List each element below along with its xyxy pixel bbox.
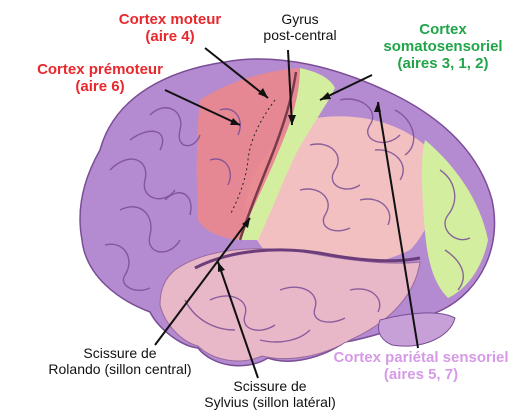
label-cortex-premoteur-line2: (aire 6)	[75, 77, 125, 95]
label-cortex-premoteur-line1: Cortex prémoteur	[37, 61, 163, 78]
label-parietal-line1: Cortex pariétal sensoriel	[333, 349, 509, 366]
pointer-heads	[218, 88, 381, 272]
label-scissure-rolando: Scissure de Rolando (sillon central)	[30, 345, 210, 377]
label-somato-line3: (aires 3, 1, 2)	[397, 54, 489, 72]
label-cortex-parietal: Cortex pariétal sensoriel (aires 5, 7)	[318, 349, 524, 384]
arrowhead-premotor	[230, 118, 240, 125]
label-gyrus-line2: post-central	[263, 26, 337, 43]
label-gyrus-line1: Gyrus	[281, 11, 319, 27]
pointer-motor	[204, 47, 269, 99]
pointer-premotor	[164, 89, 241, 126]
label-rolando-line2: Rolando (sillon central)	[48, 360, 192, 377]
cerebellum	[378, 312, 456, 347]
label-cortex-moteur: Cortex moteur (aire 4)	[95, 11, 245, 46]
arrowhead-rolando	[242, 218, 250, 228]
sylvian-fissure	[194, 248, 421, 270]
arrowhead-motor	[258, 88, 268, 98]
label-cortex-premoteur: Cortex prémoteur (aire 6)	[10, 61, 190, 96]
label-scissure-sylvius: Scissure de Sylvius (sillon latéral)	[185, 378, 355, 410]
label-somato-line1: Cortex	[419, 21, 467, 38]
label-cortex-somatosensoriel: Cortex somatosensoriel (aires 3, 1, 2)	[368, 21, 518, 72]
arrowhead-parietal	[374, 102, 381, 112]
label-somato-line2: somatosensoriel	[383, 37, 503, 55]
label-rolando-line1: Scissure de	[83, 345, 157, 361]
pointer-gyrus	[287, 49, 293, 126]
somatosensory-area	[238, 68, 335, 240]
premotor-divider	[229, 99, 276, 216]
arrowhead-somato	[320, 92, 331, 100]
label-sylvius-line2: Sylvius (sillon latéral)	[204, 393, 336, 410]
arrowhead-sylvius	[218, 262, 225, 272]
pointer-parietal	[377, 101, 419, 349]
label-cortex-moteur-line2: (aire 4)	[145, 27, 195, 45]
label-sylvius-line1: Scissure de	[233, 378, 307, 394]
label-cortex-moteur-line1: Cortex moteur	[118, 11, 222, 28]
pointer-sylvius	[217, 261, 259, 379]
label-parietal-line2: (aires 5, 7)	[383, 365, 459, 383]
occipital-green-patch	[421, 140, 488, 298]
gyri-texture	[104, 98, 471, 343]
pointer-rolando	[154, 217, 251, 346]
label-gyrus-post-central: Gyrus post-central	[250, 11, 350, 43]
arrowhead-gyrus	[288, 115, 296, 125]
